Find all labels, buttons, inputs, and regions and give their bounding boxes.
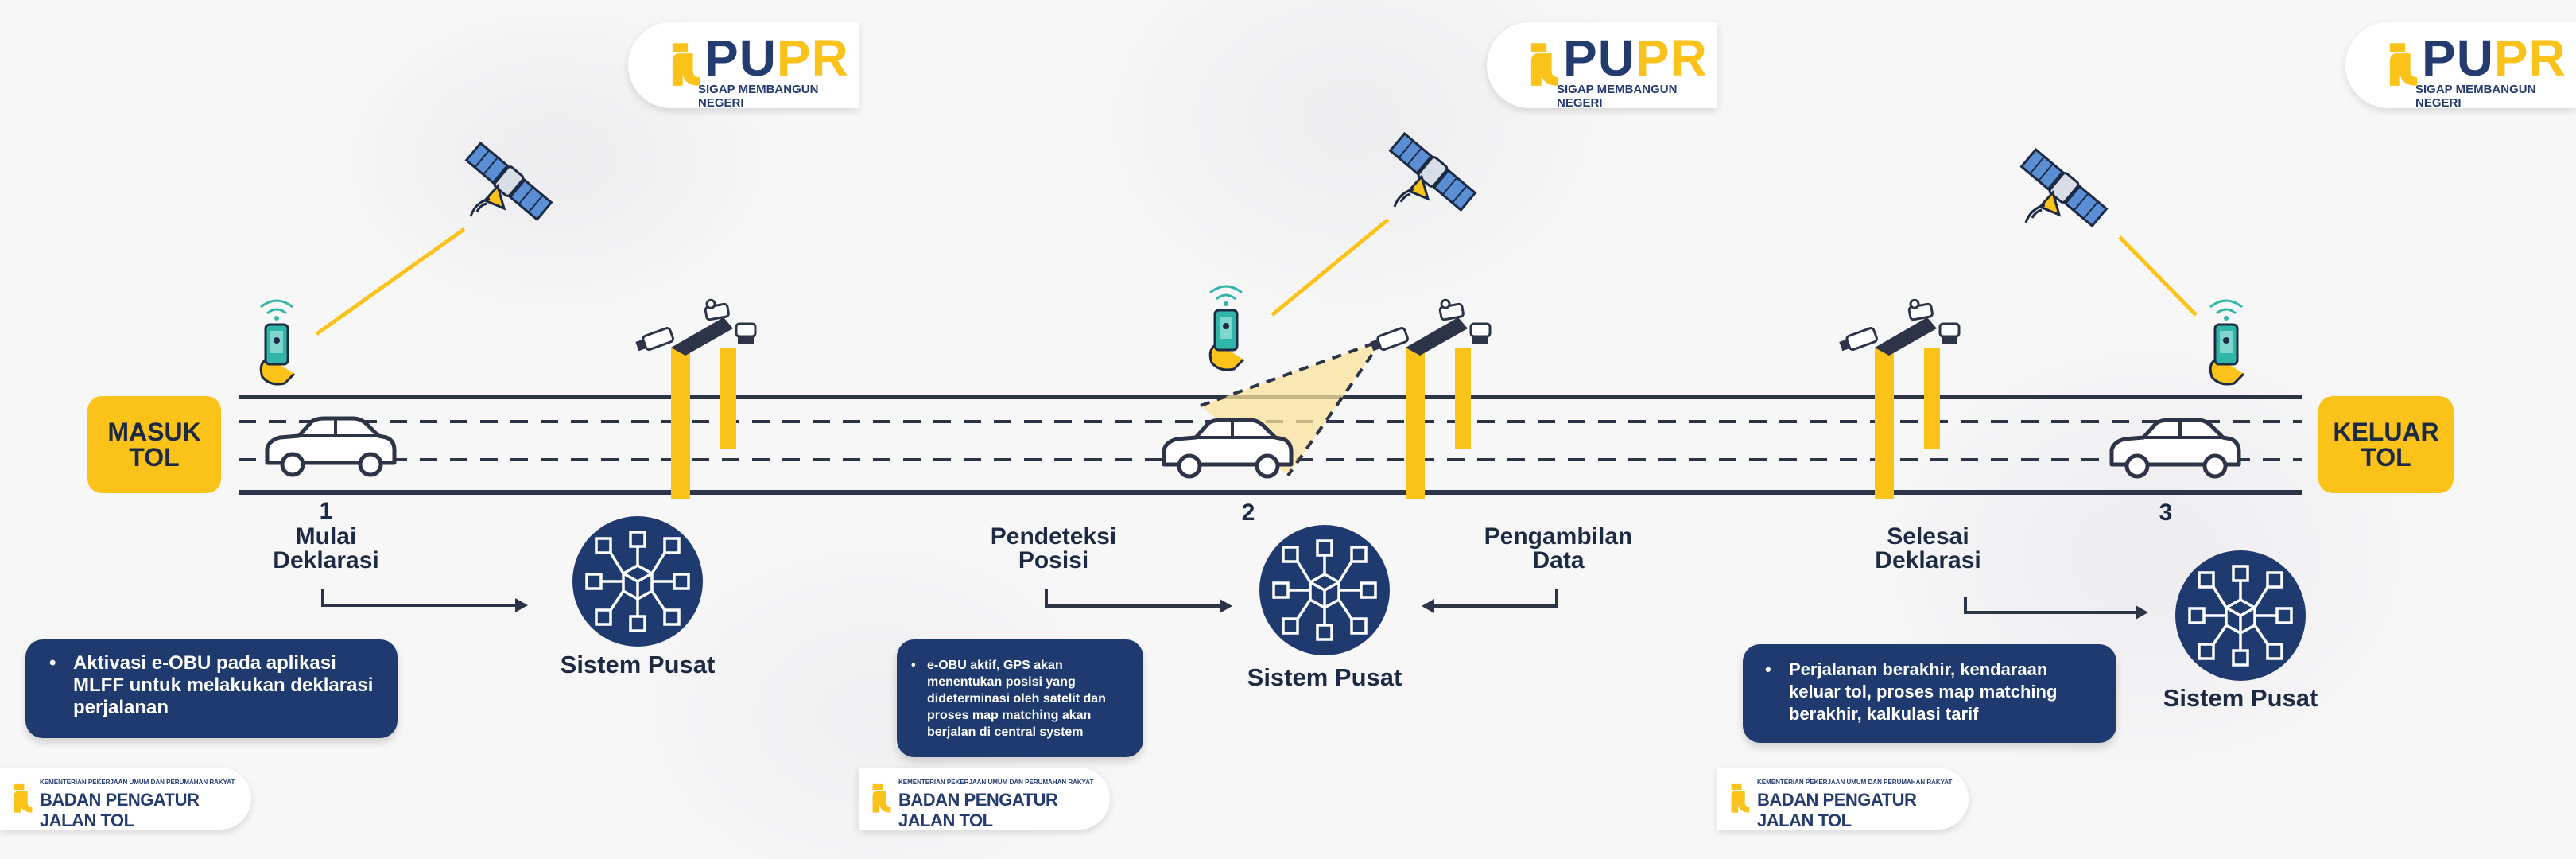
pupr-logo-icon bbox=[872, 783, 891, 813]
info-box: e-OBU aktif, GPS akan menentukan posisi … bbox=[897, 639, 1143, 757]
bpjt-logo: KEMENTERIAN PEKERJAAN UMUM DAN PERUMAHAN… bbox=[859, 768, 1110, 830]
step-label: Selesai Deklarasi bbox=[1875, 523, 1981, 573]
satellite-icon bbox=[2012, 146, 2109, 237]
arrow-left-icon bbox=[1422, 589, 1558, 613]
agency-name: BADAN PENGATUR JALAN TOL bbox=[1757, 790, 1917, 830]
logo-text-right: PR bbox=[776, 29, 849, 87]
bpjt-logo: KEMENTERIAN PEKERJAAN UMUM DAN PERUMAHAN… bbox=[1717, 768, 1969, 830]
ministry-name: KEMENTERIAN PEKERJAAN UMUM DAN PERUMAHAN… bbox=[40, 779, 235, 786]
logo-tagline: SIGAP MEMBANGUN NEGERI bbox=[1557, 83, 1678, 110]
info-box: Aktivasi e-OBU pada aplikasi MLFF untuk … bbox=[25, 639, 398, 738]
info-text: Aktivasi e-OBU pada aplikasi MLFF untuk … bbox=[49, 652, 378, 719]
smartphone-icon bbox=[2209, 299, 2245, 386]
position-detection-label: Pendeteksi Posisi bbox=[990, 523, 1117, 573]
central-system-network-icon bbox=[1258, 523, 1391, 657]
logo-text-right: PR bbox=[1635, 29, 1708, 87]
central-system-label: Sistem Pusat bbox=[560, 651, 716, 678]
info-text: Perjalanan berakhir, kendaraan keluar to… bbox=[1765, 659, 2097, 725]
ministry-name: KEMENTERIAN PEKERJAAN UMUM DAN PERUMAHAN… bbox=[898, 779, 1094, 786]
pupr-logo-icon bbox=[1530, 43, 1559, 86]
pupr-logo-icon bbox=[1731, 783, 1750, 813]
satellite-icon bbox=[1380, 130, 1478, 221]
bpjt-logo: KEMENTERIAN PEKERJAAN UMUM DAN PERUMAHAN… bbox=[0, 768, 251, 830]
data-capture-label: Pengambilan Data bbox=[1484, 523, 1633, 573]
logo-text-right: PR bbox=[2493, 29, 2566, 87]
pupr-logo-icon bbox=[672, 43, 700, 86]
entry-toll-badge: MASUK TOL bbox=[87, 396, 221, 493]
logo-text-left: PU bbox=[704, 29, 777, 87]
arrow-right-icon bbox=[1045, 589, 1232, 613]
pupr-logo: PUPR SIGAP MEMBANGUN NEGERI bbox=[2345, 22, 2576, 110]
central-system-label: Sistem Pusat bbox=[1247, 663, 1402, 691]
central-system-network-icon bbox=[2174, 549, 2307, 682]
exit-toll-badge: KELUAR TOL bbox=[2318, 396, 2454, 493]
pupr-logo: PUPR SIGAP MEMBANGUN NEGERI bbox=[628, 22, 859, 110]
step-label: Mulai Deklarasi bbox=[273, 523, 379, 573]
smartphone-icon bbox=[1208, 285, 1245, 371]
arrow-right-icon bbox=[1964, 597, 2148, 620]
logo-text-left: PU bbox=[2422, 29, 2494, 87]
step-number: 2 bbox=[1241, 499, 1255, 526]
signal-line bbox=[2118, 235, 2198, 317]
logo-text-left: PU bbox=[1563, 29, 1635, 87]
car-icon bbox=[267, 418, 394, 475]
step-number: 3 bbox=[2159, 499, 2173, 526]
agency-name: BADAN PENGATUR JALAN TOL bbox=[898, 790, 1058, 830]
step-number: 1 bbox=[319, 498, 333, 524]
satellite-icon bbox=[456, 140, 554, 231]
signal-line bbox=[1271, 218, 1390, 317]
info-text: e-OBU aktif, GPS akan menentukan posisi … bbox=[911, 657, 1127, 740]
ministry-name: KEMENTERIAN PEKERJAAN UMUM DAN PERUMAHAN… bbox=[1757, 779, 1953, 786]
info-box: Perjalanan berakhir, kendaraan keluar to… bbox=[1743, 644, 2116, 743]
logo-tagline: SIGAP MEMBANGUN NEGERI bbox=[2415, 83, 2536, 110]
central-system-network-icon bbox=[571, 515, 704, 648]
signal-line bbox=[315, 227, 466, 336]
pupr-logo-icon bbox=[2389, 43, 2418, 86]
central-system-label: Sistem Pusat bbox=[2163, 684, 2318, 712]
smartphone-icon bbox=[259, 299, 296, 386]
pupr-logo-icon bbox=[14, 783, 33, 813]
car-icon bbox=[2112, 420, 2239, 476]
pupr-logo: PUPR SIGAP MEMBANGUN NEGERI bbox=[1487, 22, 1717, 110]
arrow-right-icon bbox=[321, 589, 528, 612]
logo-tagline: SIGAP MEMBANGUN NEGERI bbox=[698, 83, 819, 110]
agency-name: BADAN PENGATUR JALAN TOL bbox=[40, 790, 200, 830]
